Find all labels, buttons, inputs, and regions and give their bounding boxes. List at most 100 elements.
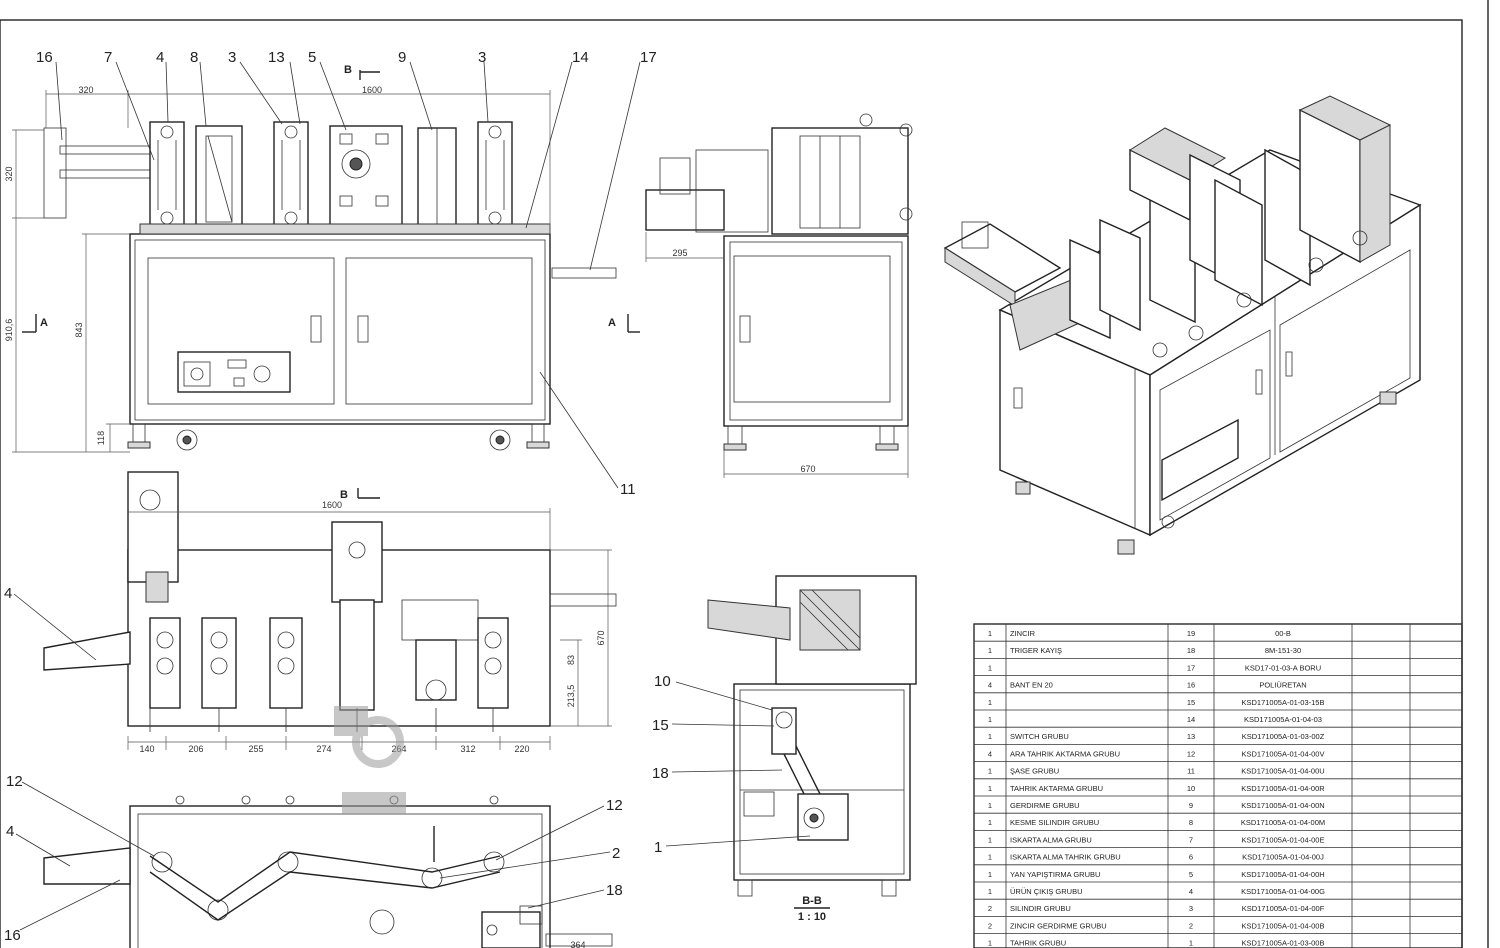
parts-row-item: 18	[1187, 646, 1195, 655]
balloon-section-10: 10	[654, 673, 671, 690]
dim-top-670: 670	[596, 630, 606, 645]
parts-row-qty: 1	[988, 939, 992, 948]
section-b-b-view	[707, 575, 917, 897]
leader-top-4	[13, 593, 97, 661]
parts-row-name: TAHRIK AKTARMA GRUBU	[1010, 784, 1103, 793]
dim-top-255: 255	[248, 744, 263, 754]
parts-row-qty: 1	[988, 870, 992, 879]
balloon-11: 11	[620, 481, 636, 498]
parts-row-name: ZINCIR GERDIRME GRUBU	[1010, 921, 1107, 930]
dim-side-670: 670	[800, 464, 815, 474]
balloon-14: 14	[572, 49, 589, 66]
parts-row-code: POLIÜRETAN	[1259, 681, 1306, 690]
watermark-logo	[334, 706, 406, 814]
parts-row-qty: 2	[988, 904, 992, 913]
parts-row-code: KSD171005A-01-04-00N	[1241, 801, 1324, 810]
front-view	[12, 90, 617, 453]
dim-side-295: 295	[672, 248, 687, 258]
parts-row-code: KSD171005A-01-04-00E	[1242, 835, 1325, 844]
machine-top-plate	[139, 223, 551, 235]
side-cabinet	[723, 235, 909, 427]
output-roller	[43, 127, 67, 219]
cabinet-body	[129, 233, 551, 425]
balloon-bottom-18: 18	[606, 882, 623, 899]
dim-top-83: 83	[566, 655, 576, 665]
balloon-5: 5	[308, 49, 316, 66]
parts-row-item: 1	[1189, 939, 1193, 948]
side-view	[645, 113, 913, 478]
parts-row-name: ZINCIR	[1010, 629, 1036, 638]
balloon-13: 13	[268, 49, 285, 66]
parts-row-qty: 1	[988, 767, 992, 776]
parts-row-item: 6	[1189, 853, 1193, 862]
pipe-17	[551, 267, 617, 279]
balloon-bottom-12a: 12	[6, 773, 23, 790]
parts-row-code: KSD171005A-01-04-03	[1244, 715, 1322, 724]
balloon-16: 16	[36, 49, 53, 66]
parts-row-code: KSD171005A-01-04-00M	[1241, 818, 1325, 827]
balloon-bottom-4: 4	[6, 823, 14, 840]
cabinet-door-left	[147, 257, 335, 405]
view-mark-a-right: A	[608, 317, 616, 329]
parts-row-qty: 1	[988, 887, 992, 896]
parts-row-qty: 1	[988, 715, 992, 724]
balloon-section-1: 1	[654, 839, 662, 856]
roller-group-3b	[477, 121, 513, 233]
balloon-7: 7	[104, 49, 112, 66]
dim-top-220: 220	[514, 744, 529, 754]
parts-row-name: KESME SILINDIR GRUBU	[1010, 818, 1099, 827]
parts-row-item: 12	[1187, 749, 1195, 758]
parts-row-qty: 1	[988, 663, 992, 672]
parts-row-name: BANT EN 20	[1010, 681, 1053, 690]
parts-row-name: ISKARTA ALMA GRUBU	[1010, 835, 1092, 844]
dim-front-320-h: 320	[78, 85, 93, 95]
parts-row-code: KSD171005A-01-03-00Z	[1242, 732, 1325, 741]
section-frame	[733, 683, 911, 881]
parts-row-code: KSD171005A-01-03-15B	[1242, 698, 1325, 707]
parts-row-qty: 1	[988, 835, 992, 844]
parts-row-name: TRIGER KAYIŞ	[1010, 646, 1062, 655]
parts-row-name: ÜRÜN ÇIKIŞ GRUBU	[1010, 887, 1083, 896]
balloon-17: 17	[640, 49, 657, 66]
parts-row-name: YAN YAPIŞTIRMA GRUBU	[1010, 870, 1100, 879]
parts-row-item: 9	[1189, 801, 1193, 810]
parts-row-code: KSD17-01-03-A BORU	[1245, 663, 1321, 672]
parts-row-item: 15	[1187, 698, 1195, 707]
dim-bottom-364: 364	[570, 940, 585, 948]
balloon-4: 4	[156, 49, 164, 66]
parts-row-code: KSD171005A-01-03-00B	[1242, 939, 1325, 948]
parts-row-qty: 1	[988, 801, 992, 810]
parts-row-qty: 1	[988, 646, 992, 655]
parts-row-code: KSD171005A-01-04-00R	[1241, 784, 1325, 793]
iso-control-panel	[1161, 418, 1239, 502]
view-mark-a-left: A	[40, 317, 48, 329]
top-output-arm	[43, 631, 131, 671]
dim-front-320-v: 320	[4, 166, 14, 181]
parts-row-qty: 1	[988, 818, 992, 827]
section-mark-b-front: B	[344, 64, 352, 76]
parts-row-qty: 1	[988, 732, 992, 741]
balloon-section-18: 18	[652, 765, 669, 782]
roller-group-3a	[273, 121, 309, 233]
parts-row-item: 10	[1187, 784, 1195, 793]
sheet-border	[0, 19, 1463, 948]
balloon-3a: 3	[228, 49, 236, 66]
parts-row-code: KSD171005A-01-04-00V	[1242, 749, 1325, 758]
parts-row-qty: 1	[988, 853, 992, 862]
dim-front-910: 910,6	[4, 319, 14, 342]
section-view-scale: 1 : 10	[798, 911, 826, 923]
parts-row-name: SILINDIR GRUBU	[1010, 904, 1071, 913]
parts-row-qty: 1	[988, 698, 992, 707]
parts-row-qty: 4	[988, 749, 992, 758]
parts-row-item: 2	[1189, 921, 1193, 930]
isometric-view	[943, 95, 1422, 555]
parts-row-code: KSD171005A-01-04-00G	[1241, 887, 1325, 896]
balloon-bottom-2: 2	[612, 845, 620, 862]
parts-row-item: 3	[1189, 904, 1193, 913]
section-arrows	[22, 70, 640, 499]
parts-row-code: KSD171005A-01-04-00B	[1242, 921, 1325, 930]
section-view-title: B-B	[802, 895, 822, 907]
parts-row-item: 7	[1189, 835, 1193, 844]
